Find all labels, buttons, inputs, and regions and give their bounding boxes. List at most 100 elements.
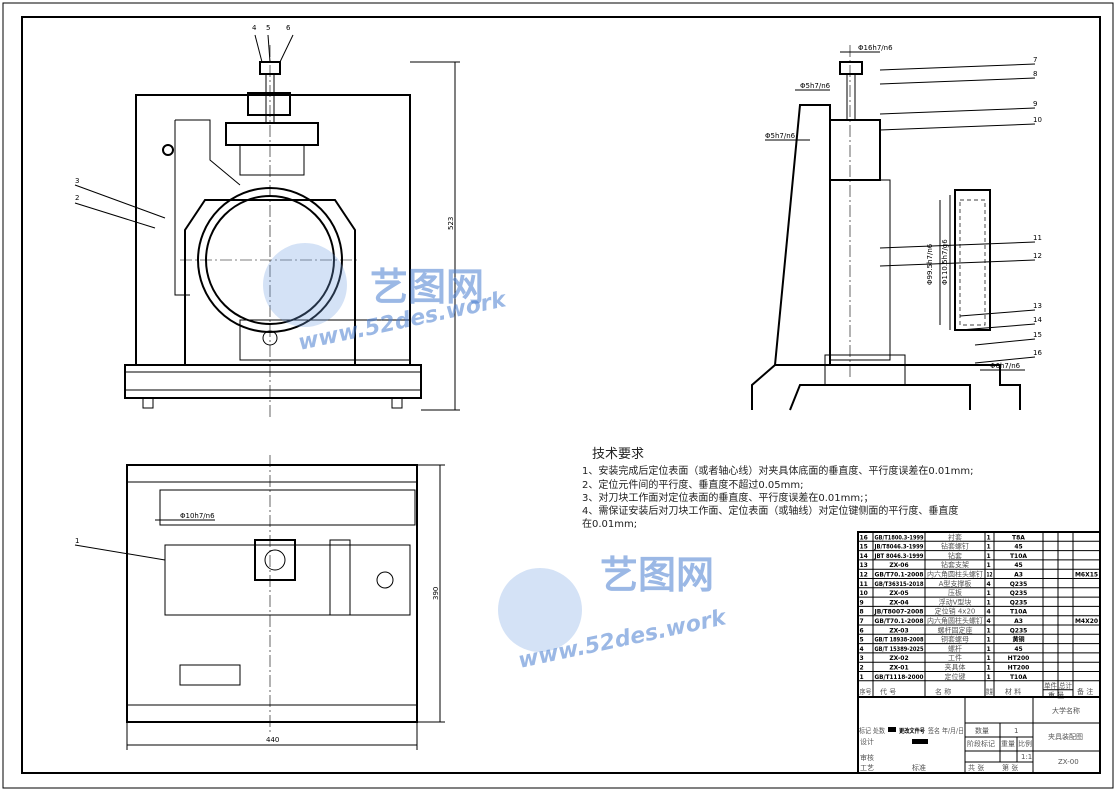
bom-cell: 螺杆固定座: [938, 625, 973, 634]
title-drawing-name: 夹具装配图: [1048, 732, 1083, 741]
title-drawing-no: ZX-00: [1058, 758, 1079, 766]
leader-line: [879, 77, 1036, 85]
bom-cell: 13: [860, 562, 868, 569]
bom-cell: Q235: [1010, 581, 1028, 588]
bom-cell: JBT 8046.3-1999: [874, 553, 924, 560]
bom-cell: 45: [1014, 544, 1022, 551]
leader-line: [879, 241, 1036, 249]
watermark-logo-2: 艺图网: [600, 553, 714, 597]
bom-header-name: 名 称: [935, 687, 951, 696]
balloon-1: 1: [75, 537, 79, 545]
bom-header-weight-top: 单件 总计: [1044, 681, 1072, 690]
bom-cell: 1: [987, 544, 991, 551]
bom-cell: 钻套支架: [941, 560, 969, 569]
bom-cell: 定位键: [945, 672, 966, 681]
bom-cell: 1: [987, 627, 991, 634]
leader-line: [879, 259, 1036, 267]
bom-cell: 14: [860, 553, 868, 560]
bom-cell: Q235: [1010, 590, 1028, 597]
bom-cell: ZX-01: [889, 665, 908, 672]
balloon-7: 7: [1033, 56, 1037, 64]
bom-cell: 6: [860, 627, 864, 634]
bom-cell: GB/T70.1-2008: [875, 618, 924, 625]
balloon-2: 2: [75, 194, 79, 202]
balloon-3: 3: [75, 177, 79, 185]
dim-fit-5b: Φ5h7/n6: [765, 132, 796, 140]
bom-cell: M6X15: [1075, 572, 1098, 579]
leader-line: [879, 123, 1036, 131]
title-quantity: 1: [1014, 727, 1018, 735]
dim-width: 440: [266, 736, 279, 744]
bom-cell: 1: [987, 590, 991, 597]
title-sign: 签名: [928, 726, 940, 735]
bom-cell: GB/T36315-2018: [875, 581, 924, 588]
title-weight: 重量: [1001, 740, 1015, 748]
bom-cell: A型支撑板: [939, 579, 972, 588]
bom-cell: 1: [987, 637, 991, 644]
bom-header-remark: 备 注: [1077, 687, 1093, 696]
title-scale-label: 比例: [1018, 739, 1032, 748]
bom-cell: 压板: [948, 588, 962, 597]
watermark-logo: 艺图网: [370, 265, 484, 309]
dim-fit-16: Φ16h7/n6: [858, 44, 893, 52]
tech-req-5: 在0.01mm;: [582, 518, 637, 530]
title-stage: 阶段标记: [967, 739, 995, 748]
tech-req-4: 4、需保证安装后对刀块工作面、定位表面（或轴线）对定位键侧面的平行度、垂直度: [582, 504, 958, 517]
bom-cell: 1: [987, 553, 991, 560]
bom-cell: 铜套螺母: [941, 635, 969, 644]
dim-fit-110: Φ110.5h7/g6: [941, 239, 949, 285]
balloon-15: 15: [1033, 331, 1042, 339]
dim-fit-10: Φ10h7/n6: [180, 512, 215, 520]
bom-cell: 7: [860, 618, 864, 625]
title-standard: 标准: [912, 763, 926, 772]
bom-cell: T10A: [1010, 674, 1027, 681]
title-process: 工艺: [860, 764, 874, 772]
leader-line: [959, 309, 1036, 317]
title-check: 审核: [860, 753, 874, 762]
title-design: 设计: [860, 737, 874, 746]
bom-cell: 1: [987, 534, 991, 541]
bom-cell: 4: [860, 646, 864, 653]
bom-cell: GB/T70.1-2008: [875, 572, 924, 579]
bom-cell: 1: [987, 646, 991, 653]
balloon-11: 11: [1033, 234, 1042, 242]
dim-height: 523: [447, 217, 455, 230]
bom-cell: 8: [860, 609, 864, 616]
bom-cell: 4: [987, 618, 991, 625]
title-scale: 1:1: [1021, 753, 1032, 761]
leader-line: [879, 107, 1036, 115]
top-view: 440 390 Φ10h7/n6 1: [74, 455, 445, 750]
bom-cell: 1: [987, 562, 991, 569]
bom-cell: ZX-03: [889, 627, 908, 634]
bom-cell: 3: [860, 655, 864, 662]
bom-cell: GB/T1118-2000: [875, 674, 924, 681]
bom-cell: 4: [987, 609, 991, 616]
bom-cell: 工件: [948, 653, 962, 662]
tech-requirements-title: 技术要求: [592, 447, 644, 462]
bom-cell: 夹具体: [945, 663, 966, 672]
leader-line: [879, 63, 1036, 71]
bom-cell: 12: [987, 572, 993, 579]
bom-cell: 钻套螺钉: [941, 542, 969, 551]
dim-depth: 390: [432, 587, 440, 600]
bom-cell: 1: [987, 655, 991, 662]
bom-cell: 9: [860, 599, 864, 606]
bom-cell: Q235: [1010, 627, 1028, 634]
bom-cell: ZX-04: [889, 599, 908, 606]
bom-cell: 内六角圆柱头螺钉: [927, 570, 983, 579]
bom-cell: 10: [860, 590, 868, 597]
bom-cell: 4: [987, 581, 991, 588]
balloon-14: 14: [1033, 316, 1042, 324]
balloon-6: 6: [286, 24, 291, 32]
bom-cell: T10A: [1010, 553, 1027, 560]
bom-cell: 1: [987, 674, 991, 681]
bom-header-weight-bottom: 重 量: [1048, 691, 1064, 699]
bom-cell: Q235: [1010, 599, 1028, 606]
title-block: 数量 1 阶段标记 重量 比例 1:1 共 张 第 张 大学名称 夹具装配图 Z…: [857, 696, 1101, 774]
balloon-16: 16: [1033, 349, 1042, 357]
balloon-9: 9: [1033, 100, 1037, 108]
bom-cell: A3: [1014, 572, 1023, 579]
bom-cell: A3: [1014, 618, 1023, 625]
bom-cell: 内六角圆柱头螺钉: [927, 616, 983, 625]
title-count: 处数: [873, 726, 885, 735]
